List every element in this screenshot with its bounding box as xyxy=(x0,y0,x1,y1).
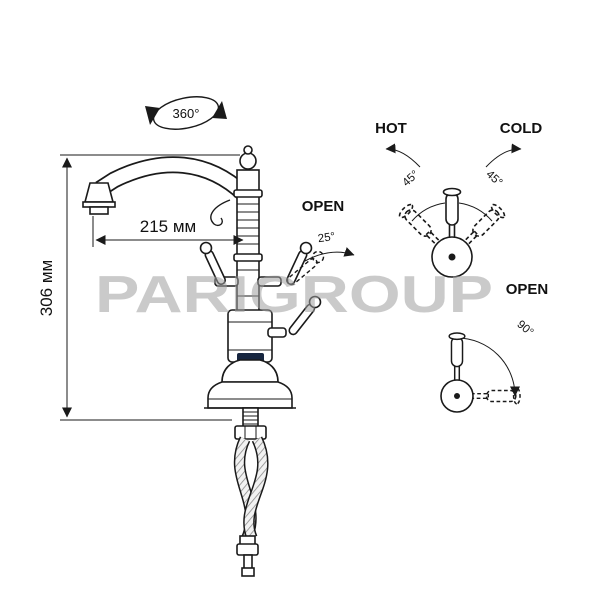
open-label-left: OPEN xyxy=(302,198,345,215)
lever-neutral-position xyxy=(442,187,462,242)
open-label-right: OPEN xyxy=(506,281,549,298)
rotation-arrow-left-icon xyxy=(145,106,160,125)
height-label: 306 мм xyxy=(37,260,56,316)
spout-bell xyxy=(83,182,115,203)
side-lever xyxy=(267,295,322,338)
watermark: PARIGROUP xyxy=(95,266,493,324)
cold-label: COLD xyxy=(500,120,543,137)
faucet-base xyxy=(204,359,296,409)
hot-angle-label: 45° xyxy=(401,168,422,189)
hot-angle-arc-icon xyxy=(411,202,446,222)
open-angle-arc-90-icon xyxy=(456,337,520,397)
right-handle-open-position xyxy=(286,258,318,286)
open-angle-annotation: OPEN 25° xyxy=(302,198,355,262)
spout-reach-label: 215 мм xyxy=(140,217,196,236)
tail-and-hoses xyxy=(233,407,269,577)
threaded-stud xyxy=(242,407,259,429)
lever-closed-position xyxy=(448,332,466,383)
open-90-angle-label: 90° xyxy=(514,319,535,339)
spout-scroll-ornament xyxy=(210,199,231,227)
dimension-height: 306 мм xyxy=(37,154,240,421)
open-angle-arc-icon xyxy=(304,247,355,262)
cold-angle-arc-icon xyxy=(458,202,493,222)
hot-direction-arrow-icon xyxy=(385,143,421,168)
rotation-360-icon xyxy=(145,96,227,130)
faucet-spout xyxy=(82,156,250,227)
right-handle xyxy=(257,241,325,287)
left-handle xyxy=(199,241,239,287)
faucet-column xyxy=(233,145,263,313)
handle-rotation-diagram: HOT COLD 45° 45° xyxy=(375,120,543,278)
open-rotation-diagram: OPEN 90° xyxy=(440,281,549,413)
column-finial xyxy=(239,152,257,170)
cold-angle-label: 45° xyxy=(484,168,505,189)
mounting-nut xyxy=(234,425,267,440)
hot-label: HOT xyxy=(375,120,407,137)
rotation-arrow-right-icon xyxy=(212,101,227,119)
cold-direction-arrow-icon xyxy=(485,143,522,168)
rotation-label: 360° xyxy=(173,106,200,121)
spout-aerator xyxy=(89,206,109,215)
open-angle-label: 25° xyxy=(317,231,336,245)
dimension-spout-reach: 215 мм xyxy=(92,216,244,247)
lever-open-position xyxy=(470,387,521,405)
